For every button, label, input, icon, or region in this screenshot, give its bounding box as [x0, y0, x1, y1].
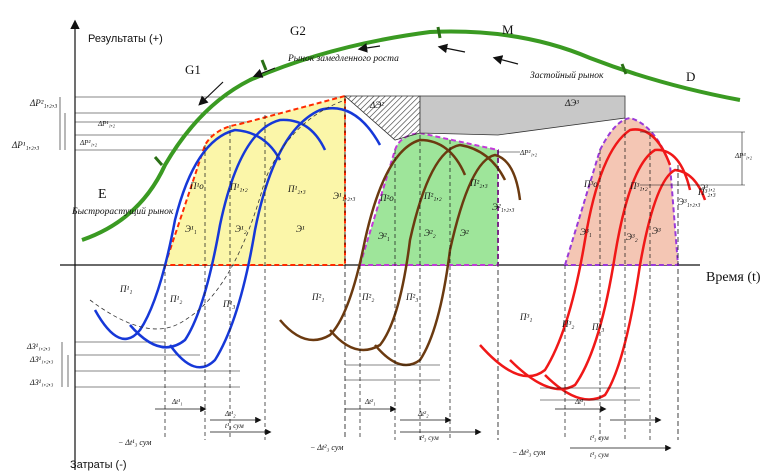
y-axis-top-label: Результаты (+) — [88, 33, 163, 45]
gen1-label-6: Э¹ — [296, 224, 305, 234]
gen3-label-5: Э³₂ — [626, 232, 638, 242]
timing-dt-sum4: t³₃ сум — [590, 451, 609, 459]
gen3-label-3: Э³₁,₂,₃ — [678, 197, 700, 207]
result-delta-small: ΔP¹₁,₂ — [97, 120, 116, 128]
cost-delta-1: ΔЗ¹₁,₂,₃ — [26, 342, 51, 351]
timing-dt-sum3: t³₃ сум — [590, 434, 609, 442]
lifecycle-ticks — [153, 26, 628, 166]
gen2-low-0: П²₁ — [311, 292, 324, 302]
cost-annotations — [345, 364, 640, 401]
gen2-label-6: Э² — [460, 228, 469, 238]
gen3-delta: ΔP³₁,₂ — [734, 152, 753, 160]
vertical-guides — [164, 115, 651, 440]
gen1-fill — [163, 94, 346, 266]
gen3-curve-1 — [479, 128, 672, 378]
gen3-label-6: Э³ — [652, 226, 661, 236]
gen3-low-2: П³₃ — [591, 322, 604, 332]
timing-minus-1: − Δt¹₃ сум — [118, 438, 151, 447]
reference-lines — [59, 96, 345, 388]
gen2-label-0: П²о — [379, 193, 394, 203]
gen3-label-1: П³₁,₂ — [629, 181, 648, 191]
generation-2 — [279, 131, 522, 440]
gen2-label-4: Э²₁ — [378, 231, 390, 241]
gen3-label-0: П³о — [583, 179, 598, 189]
lifecycle-label-M: M — [502, 22, 514, 37]
lifecycle-label-E: E — [98, 187, 107, 202]
timing-dt1: Δt¹₁ — [171, 398, 183, 406]
timing-dt3: Δt²₁ — [364, 398, 376, 406]
delta-region-3-label: ΔЭ³ — [564, 98, 579, 108]
result-delta-small2: ΔP²₁,₂ — [79, 139, 98, 147]
gen1-low-0: П¹₁ — [119, 284, 132, 294]
gen1-labels: П¹о П¹₁,₂ П¹₂,₃ Э¹₁,₂,₃ Э¹₁ Э¹₂ Э¹ П¹₁ П… — [119, 181, 355, 309]
timing-dt-last: Δt³₁ — [574, 398, 586, 406]
lifecycle-label-D: D — [686, 69, 695, 84]
timing-dt4: Δt²₂ — [417, 410, 429, 418]
gen1-low-1: П¹₂ — [169, 294, 182, 304]
gen1-curve-3 — [168, 106, 382, 369]
gen1-label-0: П¹о — [189, 181, 204, 191]
gen2-low-1: П²₂ — [361, 292, 374, 302]
lifecycle-curve — [81, 29, 741, 242]
gen3-label-2: П³₂,₃ — [697, 187, 716, 197]
delta-region-2-label: ΔЭ² — [369, 100, 384, 110]
gen3-fill — [563, 116, 680, 266]
gen1-label-1: П¹₁,₂ — [229, 182, 248, 192]
result-delta-mid: ΔP¹₁,₂,₃ — [11, 140, 39, 150]
y-axis-bottom-label: Затраты (-) — [70, 459, 127, 471]
gen2-label-5: Э²₂ — [424, 228, 436, 238]
gen2-label-3: Э²₁,₂,₃ — [492, 202, 514, 212]
delta-region-3 — [419, 95, 626, 136]
phase-stagnant: Застойный рынок — [530, 70, 604, 81]
phase-fast-growth: Быстрорастущий рынок — [71, 206, 174, 217]
x-axis-label: Время (t) — [706, 270, 761, 285]
gen2-label-1: П²₁,₂ — [423, 191, 442, 201]
gen3-curve-3 — [544, 168, 707, 401]
gen3-low-0: П³₁ — [519, 312, 532, 322]
lifecycle-label-G1: G1 — [185, 62, 201, 77]
gen1-label-5: Э¹₂ — [235, 224, 247, 234]
generation-1 — [89, 94, 382, 440]
gen2-delta: ΔP²₁,₂ — [519, 149, 538, 157]
cost-delta-3: ΔЗ¹₁,₂,₃ — [29, 378, 54, 387]
result-delta-top: ΔP²₁,₂,₃ — [29, 98, 57, 108]
generation-3 — [479, 116, 707, 440]
timing-dt2: Δt¹₂ — [224, 410, 236, 418]
gen2-curve-3 — [374, 153, 522, 367]
gen1-label-4: Э¹₁ — [185, 224, 197, 234]
gen1-label-2: П¹₂,₃ — [287, 184, 306, 194]
gen2-curve-2 — [329, 143, 507, 352]
timing-dt-sum2: t²₃ сум — [420, 434, 439, 442]
gen1-curve-dashed — [89, 99, 346, 330]
gen2-low-2: П²₃ — [405, 292, 418, 302]
timing-minus-2: − Δt²₃ сум — [310, 443, 343, 452]
cost-delta-2: ΔЗ¹₁,₂,₃ — [29, 355, 54, 364]
gen2-curve-1 — [279, 138, 467, 342]
timing-arrows — [155, 405, 672, 452]
timing-minus-3: − Δt³₃ сум — [512, 448, 545, 457]
gen1-curve-2 — [129, 118, 327, 349]
phase-slow-growth: Рынок замедленного роста — [287, 53, 399, 64]
timing-dt-sum: t¹₃ сум — [225, 422, 244, 430]
gen1-label-3: Э¹₁,₂,₃ — [333, 191, 355, 201]
gen1-curve-1 — [93, 128, 282, 341]
gen3-label-4: Э³₁ — [580, 227, 592, 237]
gen3-side-label: Э³₁,₂ — [700, 183, 715, 192]
gen1-low-2: П¹₃ — [222, 299, 235, 309]
gen3-labels: П³о П³₁,₂ П³₂,₃ Э³₁,₂,₃ Э³₁ Э³₂ Э³ П³₁ П… — [519, 179, 716, 332]
gen2-labels: П²о П²₁,₂ П²₂,₃ Э²₁,₂,₃ Э²₁ Э²₂ Э² П²₁ П… — [311, 178, 514, 302]
lifecycle-label-G2: G2 — [290, 23, 306, 38]
gen3-low-1: П³₂ — [561, 319, 574, 329]
gen2-label-2: П²₂,₃ — [469, 178, 488, 188]
direction-arrows — [198, 43, 519, 106]
